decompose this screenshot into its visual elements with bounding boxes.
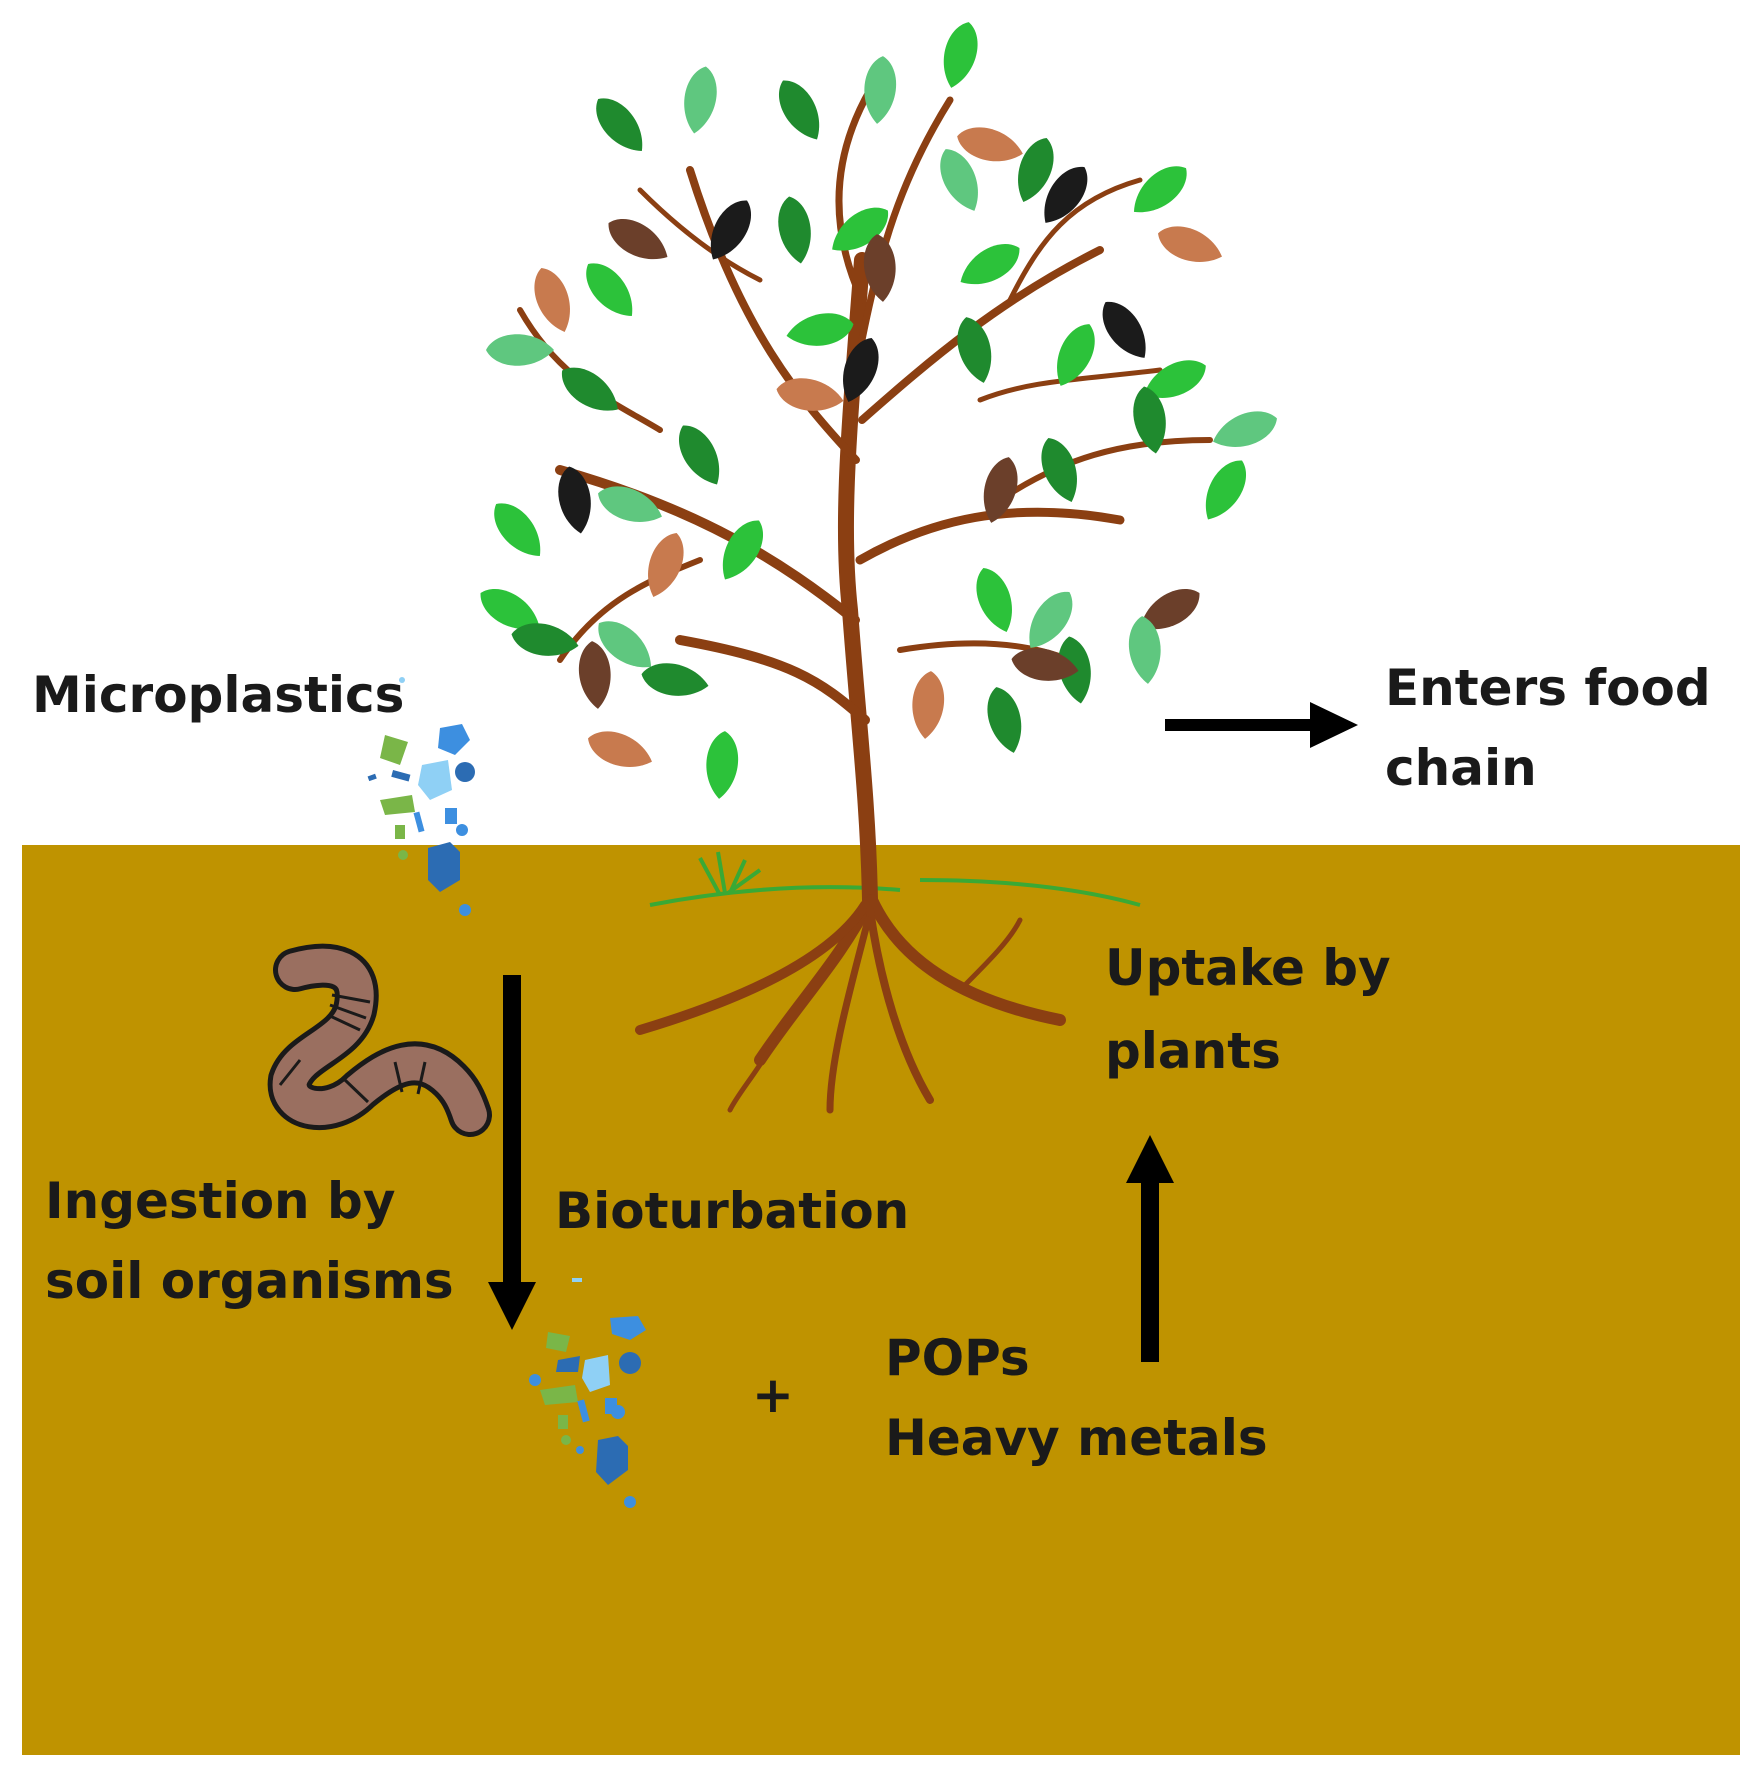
tree-icon bbox=[472, 18, 1283, 1114]
soil-layer bbox=[22, 845, 1740, 1755]
ingestion-label-line2: soil organisms bbox=[45, 1252, 454, 1310]
microplastics-label: Microplastics bbox=[32, 666, 404, 724]
microplastic-particles-icon bbox=[529, 1278, 646, 1508]
arrow-bioturbation-down bbox=[488, 975, 536, 1330]
plus-sign: + bbox=[752, 1366, 794, 1424]
microplastic-particles-icon bbox=[367, 677, 475, 916]
arrow-uptake-up bbox=[1126, 1135, 1174, 1362]
heavy-metals-label: Heavy metals bbox=[885, 1409, 1268, 1467]
ingestion-label-line1: Ingestion by bbox=[45, 1172, 395, 1230]
enters-food-chain-label-line1: Enters food bbox=[1385, 659, 1711, 717]
uptake-label-line2: plants bbox=[1105, 1022, 1281, 1080]
arrow-enters-food-chain bbox=[1165, 702, 1358, 748]
pops-label: POPs bbox=[885, 1329, 1030, 1387]
enters-food-chain-label-line2: chain bbox=[1385, 739, 1537, 797]
uptake-label-line1: Uptake by bbox=[1105, 939, 1391, 997]
bioturbation-label: Bioturbation bbox=[555, 1182, 909, 1240]
tree-roots bbox=[635, 894, 1066, 1114]
tree-branches bbox=[517, 86, 1213, 908]
earthworm-icon bbox=[267, 943, 492, 1137]
